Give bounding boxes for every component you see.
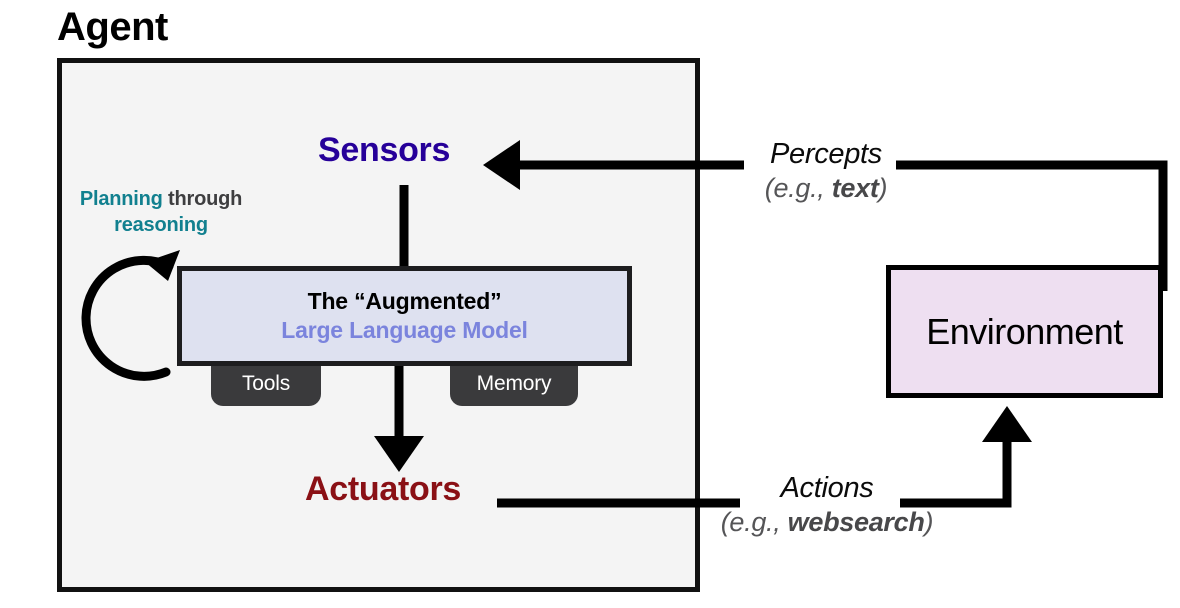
environment-box: Environment [886, 265, 1163, 398]
percepts-sub-suffix: ) [878, 173, 888, 203]
reasoning-word: reasoning [114, 214, 208, 236]
through-word: through [162, 188, 243, 210]
percepts-sub-prefix: (e.g., [764, 173, 832, 203]
actuators-label: Actuators [305, 470, 461, 508]
actions-sub-emphasis: websearch [787, 507, 925, 537]
augmented-llm-box: The “Augmented” Large Language Model [177, 266, 632, 366]
llm-subtitle-line: Large Language Model [281, 317, 528, 343]
actions-edge-label: Actions (e.g., websearch) [702, 471, 952, 539]
percepts-sub-emphasis: text [831, 173, 879, 203]
tools-tab[interactable]: Tools [211, 362, 321, 406]
arrowhead-environment [982, 406, 1032, 442]
agent-title: Agent [57, 5, 168, 49]
planning-word: Planning [79, 188, 163, 210]
memory-tab[interactable]: Memory [450, 362, 578, 406]
environment-label: Environment [926, 310, 1123, 352]
actions-main-text: Actions [780, 472, 874, 504]
sensors-label: Sensors [318, 131, 451, 169]
actions-sub-suffix: ) [924, 507, 934, 537]
percepts-sub-text: (e.g., text) [706, 171, 946, 205]
planning-loop-label: Planning through reasoning [56, 186, 266, 238]
llm-title-line: The “Augmented” [307, 288, 502, 314]
actions-sub-prefix: (e.g., [720, 507, 788, 537]
percepts-main-text: Percepts [769, 138, 883, 170]
actions-sub-text: (e.g., websearch) [702, 505, 952, 539]
percepts-edge-label: Percepts (e.g., text) [706, 137, 946, 205]
